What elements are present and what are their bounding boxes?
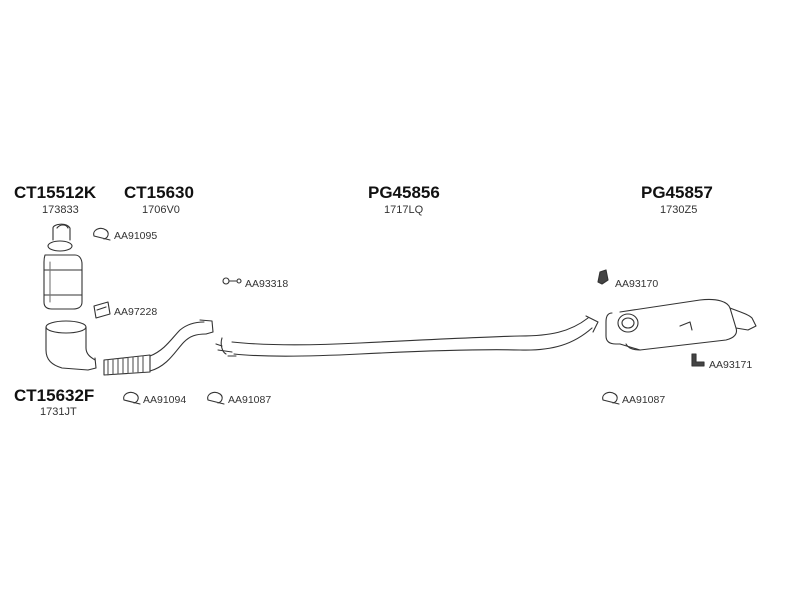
part-code-ct15512k: CT15512K — [14, 183, 97, 202]
hanger-icon — [597, 269, 609, 285]
accessory-aa93171: AA93171 — [709, 359, 753, 371]
part-ref-1731jt: 1731JT — [40, 406, 77, 418]
part-code-ct15630: CT15630 — [124, 183, 194, 202]
accessory-aa91087-left: AA91087 — [228, 394, 272, 406]
middle-pipe-drawing — [215, 315, 599, 357]
accessory-aa91094: AA91094 — [143, 394, 187, 406]
part-code-ct15632f: CT15632F — [14, 386, 95, 405]
bolt-icon — [222, 277, 242, 285]
gasket-icon — [93, 301, 111, 319]
bracket-icon — [691, 353, 705, 367]
part-ref-1717lq: 1717LQ — [384, 204, 424, 216]
accessory-aa91095: AA91095 — [114, 230, 158, 242]
rear-silencer-drawing — [605, 298, 757, 351]
accessory-aa93318: AA93318 — [245, 278, 289, 290]
clamp-icon — [123, 391, 141, 405]
catalyst-top-drawing — [43, 223, 83, 310]
catalyst-bottom-drawing — [45, 320, 97, 371]
accessory-aa91087-right: AA91087 — [622, 394, 666, 406]
clamp-icon — [207, 391, 225, 405]
accessory-aa97228: AA97228 — [114, 306, 158, 318]
part-ref-1706v0: 1706V0 — [142, 204, 180, 216]
clamp-icon — [93, 227, 111, 241]
front-pipe-drawing — [103, 319, 214, 376]
part-ref-1730z5: 1730Z5 — [660, 204, 698, 216]
part-code-pg45857: PG45857 — [641, 183, 713, 202]
part-code-pg45856: PG45856 — [368, 183, 440, 202]
part-ref-173833: 173833 — [42, 204, 79, 216]
accessory-aa93170: AA93170 — [615, 278, 659, 290]
clamp-icon — [602, 391, 620, 405]
